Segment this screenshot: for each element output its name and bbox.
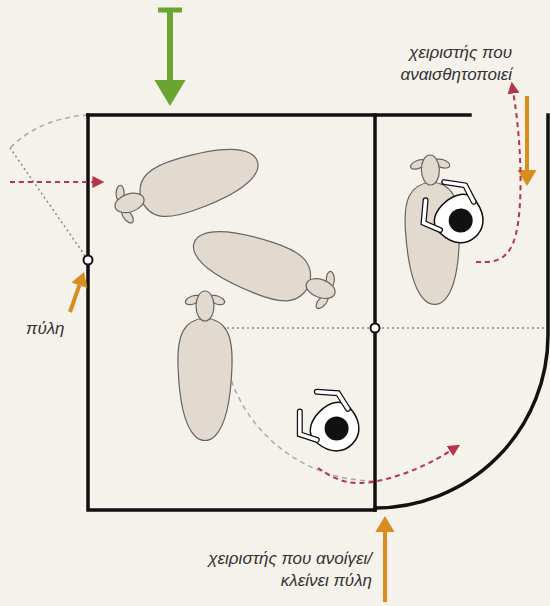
pen-wall: [373, 115, 377, 510]
operator-figure: [412, 173, 495, 256]
operator-label: χειριστής που αναισθητοποιεί: [362, 42, 512, 86]
gate-open-position: [222, 327, 548, 329]
pointer-arrow: [375, 516, 394, 602]
gate-hinge: [371, 324, 380, 333]
movement-arrow: [10, 181, 102, 183]
gate-label: πύλη: [26, 318, 86, 340]
gate-open-position: [10, 148, 88, 260]
sheep: [178, 291, 232, 441]
pen-wall: [375, 115, 548, 508]
operator-label: χειριστής που ανοίγει/κλείνει πύλη: [162, 548, 372, 592]
pen-wall: [88, 113, 470, 117]
movement-arrow: [318, 446, 458, 483]
pointer-arrow: [70, 272, 87, 312]
movement-arrow: [476, 84, 521, 262]
gate-swing-arc: [222, 328, 375, 481]
gate-hinge: [84, 256, 93, 265]
pen-wall: [88, 115, 375, 510]
operator-figure: [287, 382, 370, 465]
pointer-arrow: [517, 96, 536, 186]
entry-arrow: [154, 10, 185, 106]
sheep: [107, 136, 266, 234]
gate-swing-arc: [10, 115, 88, 148]
